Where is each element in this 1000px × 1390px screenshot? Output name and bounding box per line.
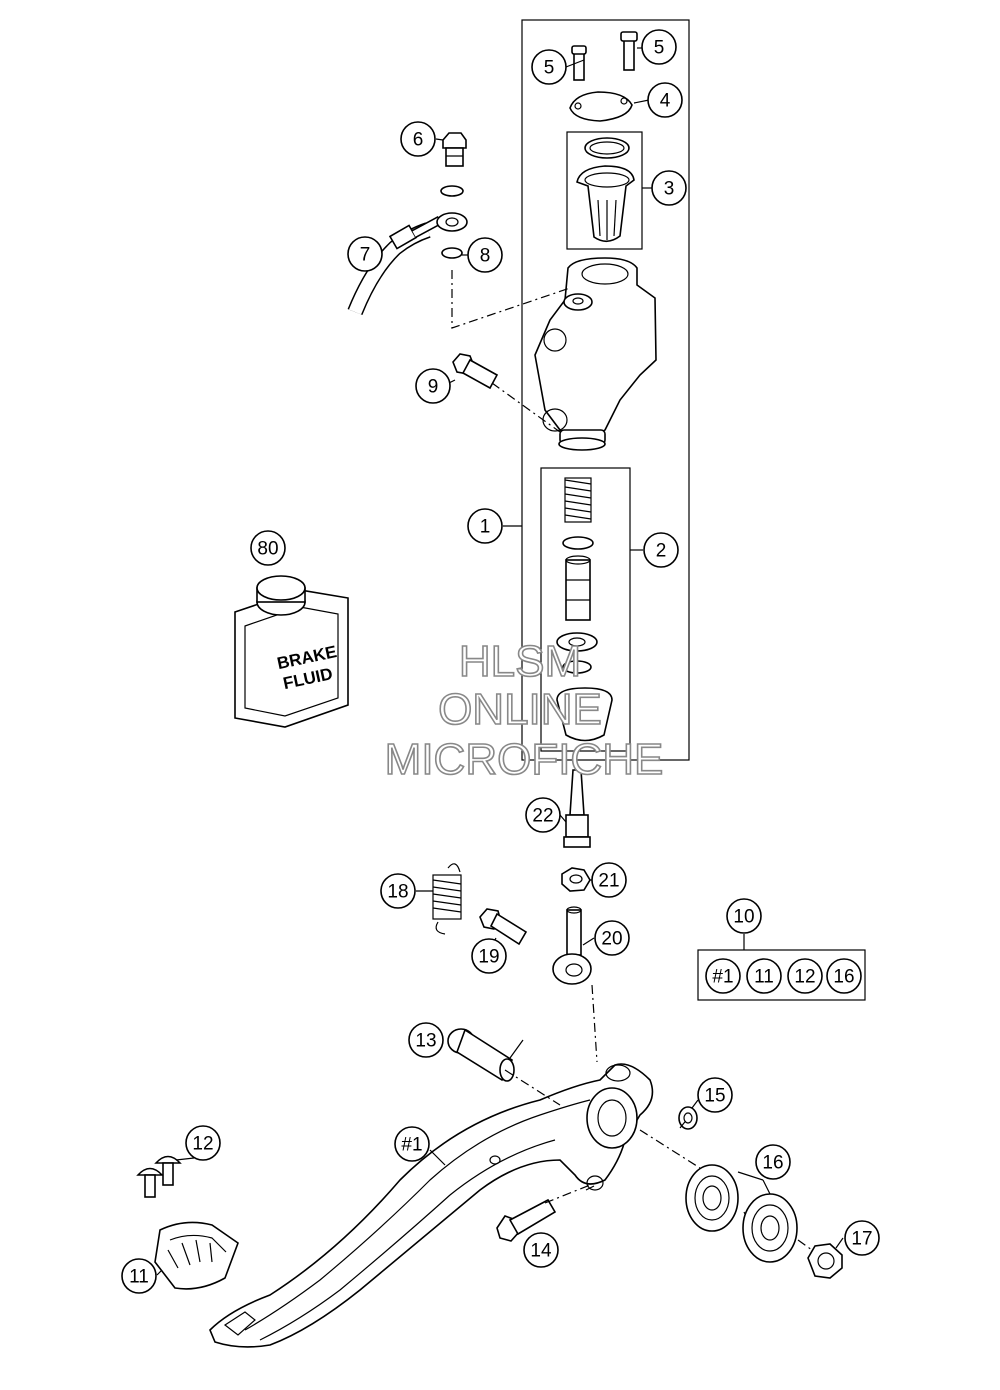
callout-5-left: 5: [531, 49, 567, 85]
reservoir-cover-4: [569, 91, 633, 122]
kit-10-item-2: 11: [746, 958, 782, 994]
callout-10: 10: [726, 898, 762, 934]
nut-17: [807, 1243, 843, 1279]
svg-text:21: 21: [598, 871, 619, 892]
watermark-line-2: ONLINE: [438, 685, 602, 734]
brake-fluid-bottle-80: [234, 575, 349, 728]
svg-text:6: 6: [413, 130, 424, 151]
screw-5-left: [571, 45, 587, 81]
svg-text:16: 16: [833, 967, 854, 988]
callout-3: 3: [651, 170, 687, 206]
washer-upper: [440, 185, 464, 197]
watermark-line-3: MICROFICHE: [385, 735, 664, 784]
svg-text:16: 16: [762, 1153, 783, 1174]
bearing-16a: [685, 1164, 739, 1232]
piston-kit-2: [556, 477, 613, 742]
svg-text:20: 20: [601, 929, 622, 950]
svg-text:7: 7: [360, 245, 371, 266]
nut-21: [561, 867, 591, 892]
callout-21: 21: [591, 862, 627, 898]
callout-2: 2: [643, 532, 679, 568]
callout-80: 80: [250, 530, 286, 566]
callout-8: 8: [467, 237, 503, 273]
brake-pedal-1: [209, 1063, 654, 1348]
bolt-9: [452, 353, 499, 390]
watermark-line-1: HLSM: [459, 637, 581, 686]
svg-text:11: 11: [129, 1267, 149, 1288]
callout-18: 18: [380, 873, 416, 909]
svg-text:8: 8: [480, 246, 491, 267]
callout-14: 14: [523, 1232, 559, 1268]
svg-text:12: 12: [794, 967, 815, 988]
svg-text:15: 15: [704, 1086, 725, 1107]
reservoir-kit-box: [566, 131, 643, 250]
callout-11: 11: [121, 1258, 157, 1294]
svg-text:13: 13: [415, 1031, 436, 1052]
alignment-lines: [451, 270, 813, 1251]
callout-20: 20: [594, 920, 630, 956]
master-cylinder-assembly-box: [521, 19, 690, 761]
step-plate-11: [154, 1221, 239, 1290]
callout-9: 9: [415, 368, 451, 404]
washer-8: [441, 247, 463, 259]
svg-text:1: 1: [480, 517, 491, 538]
svg-text:17: 17: [851, 1229, 872, 1250]
callout-19: 19: [471, 938, 507, 974]
bolt-14: [496, 1198, 557, 1242]
svg-text:22: 22: [532, 806, 553, 827]
clevis-20: [552, 906, 592, 985]
svg-text:80: 80: [257, 539, 278, 560]
callout-1: 1: [467, 508, 503, 544]
callout-15: 15: [697, 1077, 733, 1113]
screws-12: [136, 1155, 182, 1198]
callout-12: 12: [185, 1125, 221, 1161]
bearing-16b: [742, 1193, 798, 1263]
svg-text:4: 4: [660, 91, 671, 112]
svg-text:#1: #1: [712, 967, 733, 988]
svg-text:#1: #1: [401, 1135, 422, 1156]
svg-text:2: 2: [656, 541, 667, 562]
svg-text:3: 3: [664, 179, 675, 200]
svg-text:5: 5: [654, 38, 665, 59]
spring-18: [432, 863, 462, 935]
callout-13: 13: [408, 1022, 444, 1058]
svg-text:18: 18: [387, 882, 408, 903]
screw-5-right: [620, 31, 638, 71]
pivot-bolt-13: [447, 1028, 515, 1082]
svg-text:10: 10: [733, 907, 754, 928]
callout-5-right: 5: [641, 29, 677, 65]
leader-lines: [156, 47, 844, 1276]
svg-text:19: 19: [478, 947, 499, 968]
callout-4: 4: [647, 82, 683, 118]
callout-7: 7: [347, 236, 383, 272]
kit-10-box: [697, 949, 866, 1001]
push-rod-22: [563, 769, 591, 848]
callout-16: 16: [755, 1144, 791, 1180]
svg-text:11: 11: [754, 967, 774, 988]
callout-pedal-1: #1: [394, 1126, 430, 1162]
reservoir-3: [576, 137, 635, 243]
kit-10-item-3: 12: [787, 958, 823, 994]
watermark: HLSM ONLINE MICROFICHE: [384, 636, 664, 785]
piston-kit-box: [540, 467, 631, 752]
kit-10-item-4: 16: [826, 958, 862, 994]
callout-6: 6: [400, 121, 436, 157]
brake-hose-7: [347, 212, 468, 316]
svg-text:9: 9: [428, 377, 439, 398]
callout-17: 17: [844, 1220, 880, 1256]
svg-text:12: 12: [192, 1134, 213, 1155]
master-cylinder-body: [534, 257, 657, 451]
svg-text:5: 5: [544, 58, 555, 79]
banjo-bolt-6: [442, 132, 467, 167]
callouts: 1 2 3 4 5 5 6 7 8 9 80 22 21 18 19 20 10…: [121, 29, 880, 1294]
svg-text:14: 14: [530, 1241, 552, 1262]
bolt-19: [479, 908, 528, 946]
callout-22: 22: [525, 797, 561, 833]
kit-10-item-1: #1: [705, 958, 741, 994]
